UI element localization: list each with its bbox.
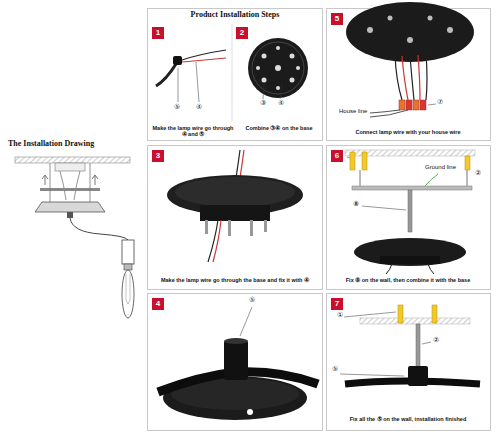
step-caption: Make the lamp wire go through ④ and ⑤	[150, 125, 236, 137]
step-6-mount	[345, 150, 475, 274]
step-3-base	[167, 150, 303, 262]
step-number: 6	[335, 152, 339, 160]
callout-number: ⑤	[331, 366, 339, 374]
callout-number: ④	[277, 100, 285, 108]
step-4-grip	[158, 307, 318, 420]
panel-frames	[148, 9, 491, 431]
step-number: 2	[240, 29, 244, 37]
step-badge: 3	[152, 150, 164, 162]
step-2-base	[248, 38, 308, 99]
callout-number: ⑤	[173, 104, 181, 112]
callout-number: ②	[432, 337, 440, 345]
callout-number: ⑦	[436, 99, 444, 107]
step-badge: 7	[331, 298, 343, 310]
section-heading: The Installation Drawing	[8, 140, 94, 149]
step-7-finish	[340, 305, 480, 386]
callout-number: ①	[336, 312, 344, 320]
step-caption: Combine ③④ on the base	[238, 125, 320, 131]
step-number: 5	[335, 15, 339, 23]
step-badge: 4	[152, 298, 164, 310]
step-number: 4	[156, 300, 160, 308]
installation-drawing	[15, 157, 134, 318]
step-badge: 2	[236, 27, 248, 39]
step-5-wiring	[346, 2, 474, 117]
step-badge: 6	[331, 150, 343, 162]
step-badge: 1	[152, 27, 164, 39]
callout-number: ⑤	[248, 297, 256, 305]
step-1-cord	[156, 50, 226, 102]
step-number: 3	[156, 152, 160, 160]
part-label: Ground line	[424, 164, 457, 171]
callout-number: ⑧	[352, 201, 360, 209]
step-caption: Fix ⑧ on the wall, then combine it with …	[329, 277, 487, 283]
step-caption: Make the lamp wire go through the base a…	[150, 277, 320, 283]
callout-number: ③	[259, 100, 267, 108]
part-label: House line	[338, 108, 368, 115]
panel-heading: Product Installation Steps	[150, 11, 320, 20]
step-number: 7	[335, 300, 339, 308]
step-caption: Connect lamp wire with your house wire	[330, 129, 486, 135]
callout-number: ④	[195, 104, 203, 112]
step-badge: 5	[331, 13, 343, 25]
step-number: 1	[156, 29, 160, 37]
callout-number: ②	[474, 170, 482, 178]
step-caption: Fix all the ⑤ on the wall, installation …	[329, 416, 487, 422]
